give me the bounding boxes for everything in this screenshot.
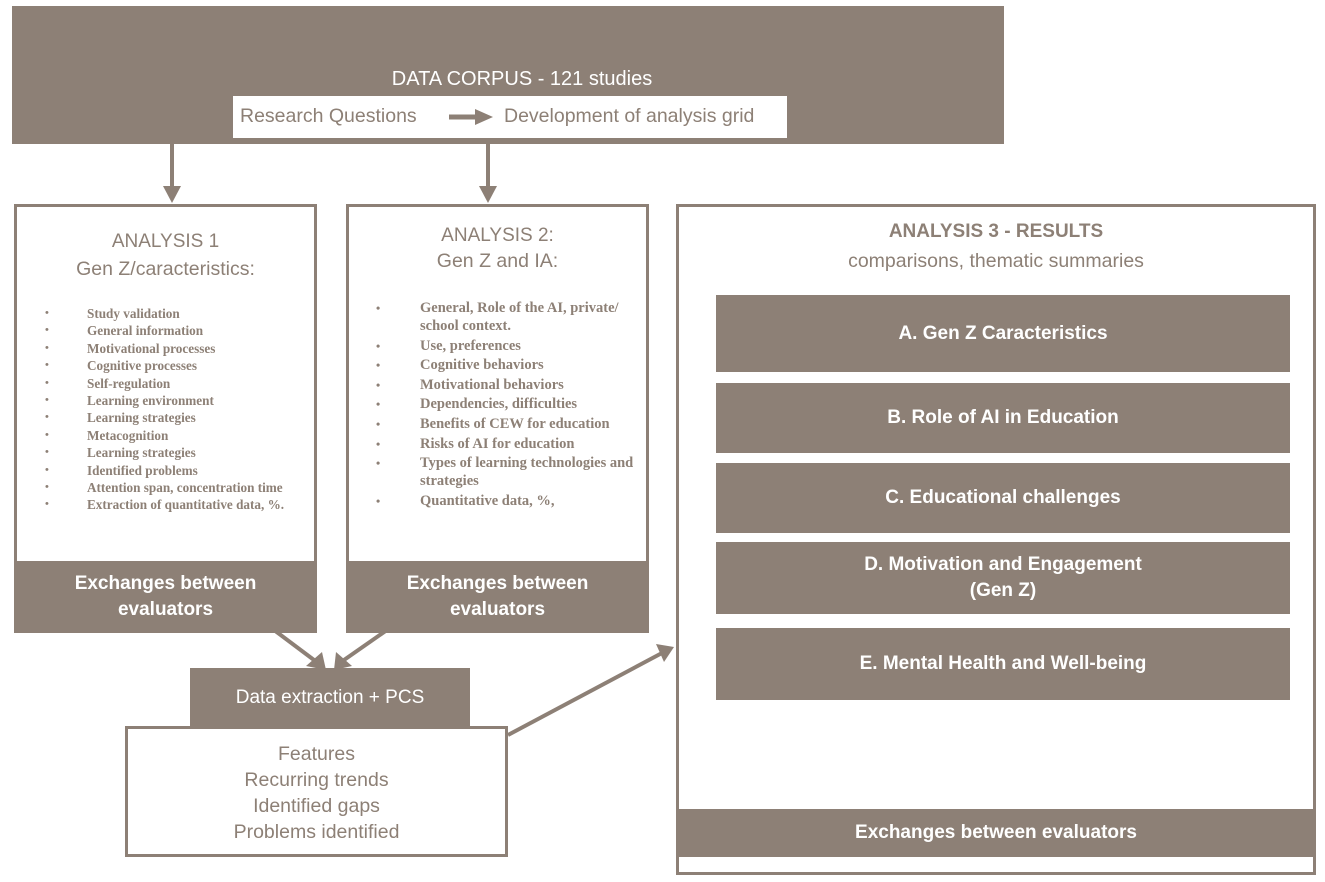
- result-bar: B. Role of AI in Education: [716, 383, 1290, 453]
- extraction-line: Identified gaps: [253, 795, 380, 817]
- analysis3-subtitle: comparisons, thematic summaries: [848, 249, 1144, 272]
- research-questions-label: Research Questions: [240, 105, 417, 127]
- list-item: Types of learning technologies and strat…: [376, 454, 638, 490]
- list-item: Learning environment: [45, 392, 310, 410]
- analysis2-panel: ANALYSIS 2: Gen Z and IA: General, Role …: [346, 204, 649, 633]
- list-item: General, Role of the AI, private/ school…: [376, 299, 638, 335]
- analysis1-footer-line1: Exchanges between: [74, 573, 257, 594]
- list-item: Learning strategies: [45, 444, 310, 462]
- list-item: Cognitive processes: [45, 357, 310, 375]
- analysis-grid-label: Development of analysis grid: [504, 105, 755, 127]
- list-item: Quantitative data, %,: [376, 492, 638, 510]
- result-bar: D. Motivation and Engagement (Gen Z): [716, 542, 1290, 614]
- analysis1-list: Study validationGeneral informationMotiv…: [45, 305, 310, 514]
- extraction-line: Problems identified: [233, 821, 400, 843]
- list-item: Risks of AI for education: [376, 435, 638, 453]
- extraction-line: Recurring trends: [244, 769, 389, 791]
- arrow-analysis1-to-extraction: [272, 628, 316, 662]
- list-item: Learning strategies: [45, 409, 310, 427]
- arrow-extraction-to-analysis3: [507, 651, 663, 737]
- result-bar-label: B. Role of AI in Education: [887, 407, 1119, 428]
- arrow-right-icon: [449, 109, 493, 125]
- data-corpus-title: DATA CORPUS - 121 studies: [391, 67, 653, 90]
- result-bar: A. Gen Z Caracteristics: [716, 295, 1290, 372]
- list-item: Extraction of quantitative data, %.: [45, 496, 310, 514]
- result-bar-label: D. Motivation and Engagement: [864, 554, 1142, 575]
- analysis2-footer-line2: evaluators: [449, 599, 546, 620]
- data-corpus-banner: DATA CORPUS - 121 studies Research Quest…: [12, 6, 1004, 144]
- list-item: General information: [45, 322, 310, 340]
- analysis1-footer-line2: evaluators: [117, 599, 214, 620]
- list-item: Study validation: [45, 305, 310, 323]
- extraction-line: Features: [278, 743, 355, 765]
- data-extraction-header: Data extraction + PCS: [190, 668, 470, 728]
- list-item: Cognitive behaviors: [376, 356, 638, 374]
- analysis1-footer: Exchanges between evaluators: [14, 561, 317, 633]
- analysis3-footer: Exchanges between evaluators: [676, 809, 1316, 857]
- list-item: Motivational processes: [45, 340, 310, 358]
- analysis1-title: ANALYSIS 1: [111, 231, 220, 252]
- analysis2-title: ANALYSIS 2:: [441, 225, 554, 246]
- analysis2-footer-line1: Exchanges between: [406, 573, 589, 594]
- list-item: Dependencies, difficulties: [376, 395, 638, 413]
- list-item: Self-regulation: [45, 375, 310, 393]
- research-flow-box: Research Questions Development of analys…: [233, 96, 787, 138]
- list-item: Metacognition: [45, 427, 310, 445]
- result-bar-sublabel: (Gen Z): [969, 580, 1037, 601]
- list-item: Motivational behaviors: [376, 376, 638, 394]
- analysis1-subtitle: Gen Z/caracteristics:: [76, 257, 255, 280]
- analysis2-subtitle: Gen Z and IA:: [436, 249, 559, 272]
- result-bar: E. Mental Health and Well-being: [716, 628, 1290, 700]
- list-item: Benefits of CEW for education: [376, 415, 638, 433]
- list-item: Identified problems: [45, 462, 310, 480]
- list-item: Use, preferences: [376, 337, 638, 355]
- analysis2-footer: Exchanges between evaluators: [346, 561, 649, 633]
- analysis3-panel: ANALYSIS 3 - RESULTS comparisons, themat…: [676, 204, 1316, 875]
- analysis1-panel: ANALYSIS 1 Gen Z/caracteristics: Study v…: [14, 204, 317, 633]
- arrow-analysis2-to-extraction: [342, 628, 389, 662]
- analysis3-title: ANALYSIS 3 - RESULTS: [888, 221, 1104, 242]
- result-bar-label: A. Gen Z Caracteristics: [898, 322, 1108, 344]
- list-item: Attention span, concentration time: [45, 479, 310, 497]
- result-bar: C. Educational challenges: [716, 463, 1290, 533]
- result-bar-label: C. Educational challenges: [885, 487, 1121, 508]
- result-bar-label: E. Mental Health and Well-being: [859, 653, 1147, 674]
- analysis2-list: General, Role of the AI, private/ school…: [376, 299, 638, 511]
